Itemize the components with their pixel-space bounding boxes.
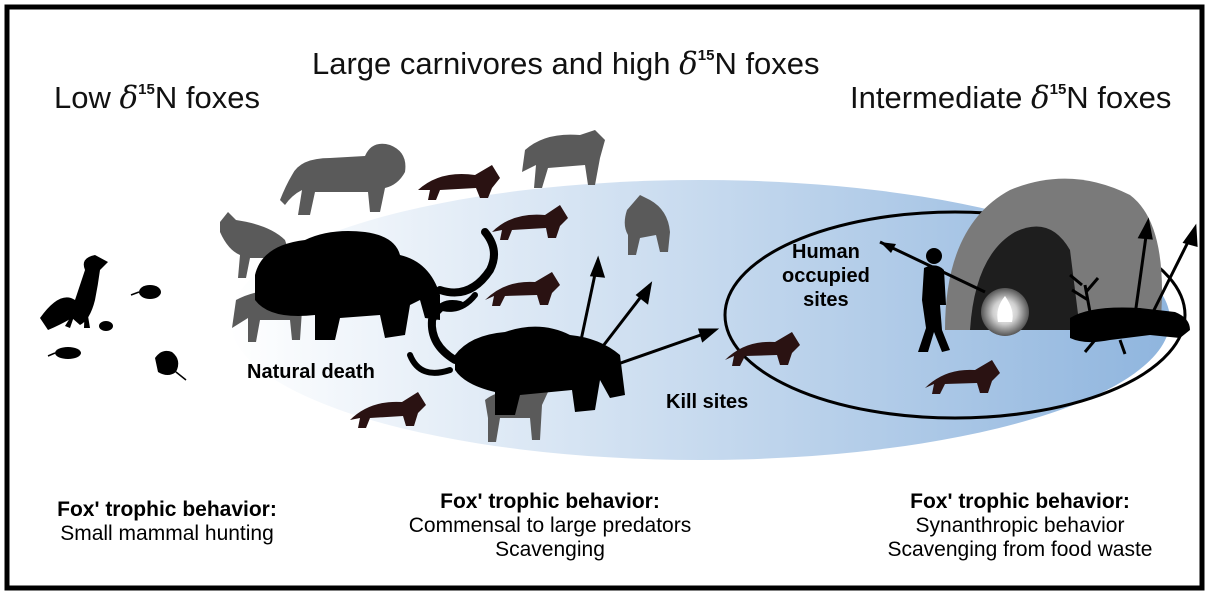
- behavior-intermediate: Fox' trophic behavior: Synanthropic beha…: [850, 490, 1190, 562]
- label-kill-sites: Kill sites: [666, 391, 748, 414]
- small-mammal-icon: [48, 347, 81, 359]
- title-large-carnivores: Large carnivores and high δ15N foxes: [312, 46, 820, 82]
- small-mammal-icon: [155, 351, 186, 380]
- hyena-icon: [522, 130, 605, 188]
- small-mammal-icon: [131, 285, 161, 299]
- small-mammal-icon: [99, 321, 113, 331]
- label-human-occupied-sites: Human occupied sites: [782, 240, 870, 312]
- fox-icon: [40, 255, 108, 330]
- behavior-low: Fox' trophic behavior: Small mammal hunt…: [22, 498, 312, 546]
- cave-icon: [945, 179, 1162, 330]
- title-intermediate: Intermediate δ15N foxes: [850, 80, 1171, 116]
- behavior-large: Fox' trophic behavior: Commensal to larg…: [380, 490, 720, 562]
- fox-icon: [418, 165, 500, 200]
- label-natural-death: Natural death: [247, 361, 375, 384]
- title-low: Low δ15N foxes: [54, 80, 260, 116]
- lion-icon: [280, 144, 405, 215]
- fire-icon: [981, 288, 1029, 336]
